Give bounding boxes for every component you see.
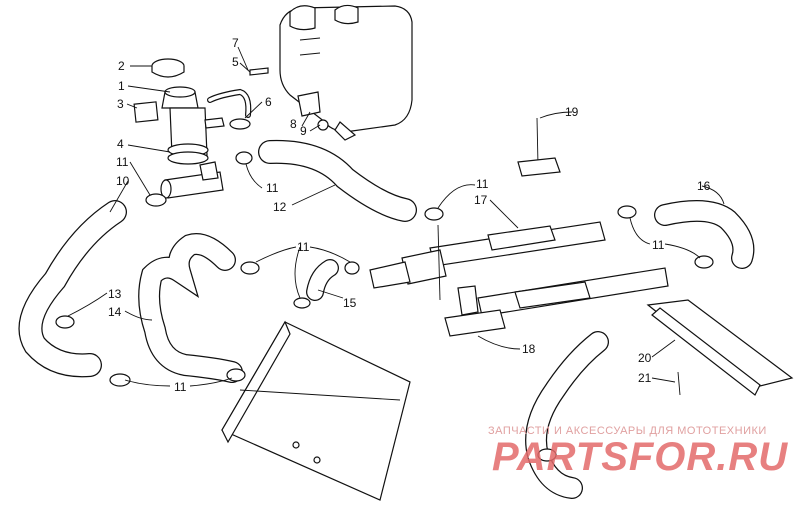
skid-plate xyxy=(646,299,794,396)
nut-9 xyxy=(317,119,329,131)
callout-11: 11 xyxy=(476,177,489,191)
hose-clamp-11 xyxy=(617,205,637,219)
hose-clamp-11 xyxy=(694,255,714,269)
callout-15: 15 xyxy=(343,296,357,310)
callout-7: 7 xyxy=(232,36,239,50)
hose-clamp-lower xyxy=(537,448,557,462)
hose-clamp-13 xyxy=(55,315,75,329)
hose-clamp-11 xyxy=(344,261,360,275)
callout-14: 14 xyxy=(108,305,122,319)
bolt-7 xyxy=(249,67,269,76)
callout-9: 9 xyxy=(300,124,307,138)
fastener-21 xyxy=(677,371,681,396)
temperature-sensor xyxy=(517,117,561,177)
hose-clamp-11 xyxy=(145,193,167,207)
callout-5: 5 xyxy=(232,55,239,69)
callout-20: 20 xyxy=(638,351,652,365)
leader-lines xyxy=(67,46,725,387)
callout-4: 4 xyxy=(117,137,124,151)
callout-21: 21 xyxy=(638,371,652,385)
heat-exchanger-upper xyxy=(369,221,606,289)
tunnel-panel xyxy=(221,320,411,501)
callout-11: 11 xyxy=(297,240,310,254)
callout-16: 16 xyxy=(697,179,711,193)
mounting-bracket xyxy=(297,91,321,117)
callout-17: 17 xyxy=(474,193,488,207)
hose-clamp-6 xyxy=(229,118,251,130)
hose-clamp-11 xyxy=(109,373,131,387)
callout-6: 6 xyxy=(265,95,272,109)
hose-clamp-11 xyxy=(424,207,444,221)
callout-1: 1 xyxy=(118,79,125,93)
partsfor-watermark: ЗАПЧАСТИ И АКСЕССУАРЫ ДЛЯ МОТОТЕХНИКИ PA… xyxy=(488,425,788,479)
elbow-bracket-18 xyxy=(437,224,506,337)
callout-12: 12 xyxy=(273,200,287,214)
heat-exchanger-lower xyxy=(477,267,669,317)
callout-10: 10 xyxy=(116,174,130,188)
callout-2: 2 xyxy=(118,59,125,73)
radiator-cap xyxy=(151,58,185,78)
callout-3: 3 xyxy=(117,97,124,111)
callout-11: 11 xyxy=(266,181,279,195)
hose-clamp-11 xyxy=(235,151,253,165)
coolant-reservoir-tank xyxy=(279,4,413,141)
warning-decal xyxy=(133,101,159,123)
callout-8: 8 xyxy=(290,117,297,131)
callout-11: 11 xyxy=(652,238,665,252)
watermark-tagline: ЗАПЧАСТИ И АКСЕССУАРЫ ДЛЯ МОТОТЕХНИКИ xyxy=(488,425,767,437)
callout-18: 18 xyxy=(522,342,536,356)
callout-19: 19 xyxy=(565,105,579,119)
callout-11: 11 xyxy=(174,380,187,394)
watermark-logo: PARTSFOR.RU xyxy=(492,435,788,479)
hose-clamp-11 xyxy=(293,297,311,309)
filler-neck-assembly xyxy=(161,86,225,165)
hose-clamp-11 xyxy=(240,261,260,275)
callout-11: 11 xyxy=(116,155,129,169)
callout-labels: 2 1 3 4 11 10 7 5 6 8 9 11 12 11 17 11 1… xyxy=(108,36,711,394)
callout-13: 13 xyxy=(108,287,122,301)
